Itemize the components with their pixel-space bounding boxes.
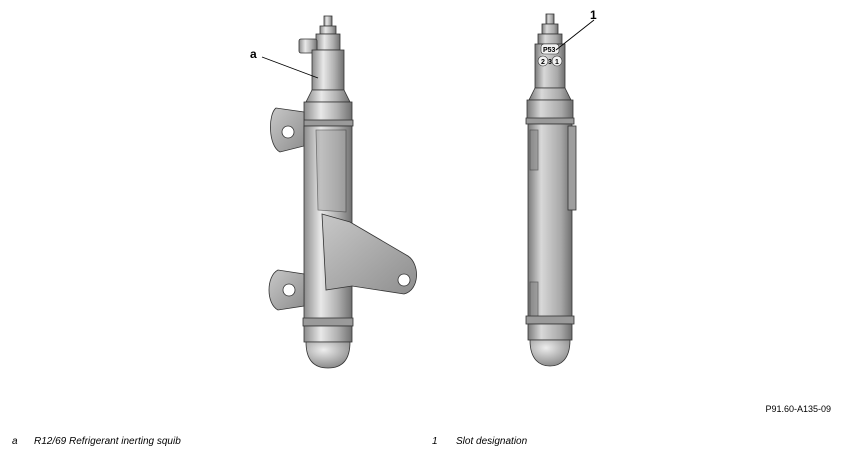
legend-key-a: a (12, 436, 18, 447)
slot-markings: P53 2 3 1 (537, 43, 563, 67)
front-view (268, 15, 417, 369)
figure-reference-code: P91.60-A135-09 (765, 404, 831, 414)
callout-label-a: a (250, 47, 257, 61)
slot-mark-right: 1 (555, 59, 559, 66)
callout-1: 1 (555, 8, 597, 51)
legend-text-1: Slot designation (456, 436, 528, 447)
side-view (525, 13, 577, 367)
callout-label-1: 1 (590, 8, 597, 22)
slot-mark-top: P53 (543, 47, 556, 54)
legend-text-a: R12/69 Refrigerant inerting squib (34, 436, 181, 447)
slot-mark-mid: 3 (548, 59, 552, 66)
callout-a: a (250, 47, 319, 79)
slot-mark-left: 2 (541, 59, 545, 66)
legend-key-1: 1 (432, 436, 438, 447)
